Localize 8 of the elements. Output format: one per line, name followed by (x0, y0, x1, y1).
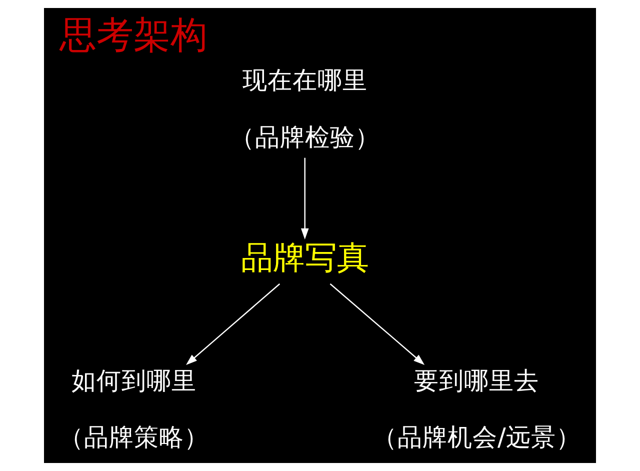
diagram-title: 思考架构 (60, 14, 208, 57)
arrow (300, 158, 309, 240)
node-text: 现在在哪里 （品牌检验） (230, 65, 380, 152)
node-text: 如何到哪里 （品牌策略） (59, 366, 210, 452)
arrow (186, 283, 280, 366)
node-text: 品牌写真 (240, 238, 369, 277)
arrow (330, 283, 425, 366)
node-text: 要到哪里去 （品牌机会/远景） (372, 366, 581, 452)
